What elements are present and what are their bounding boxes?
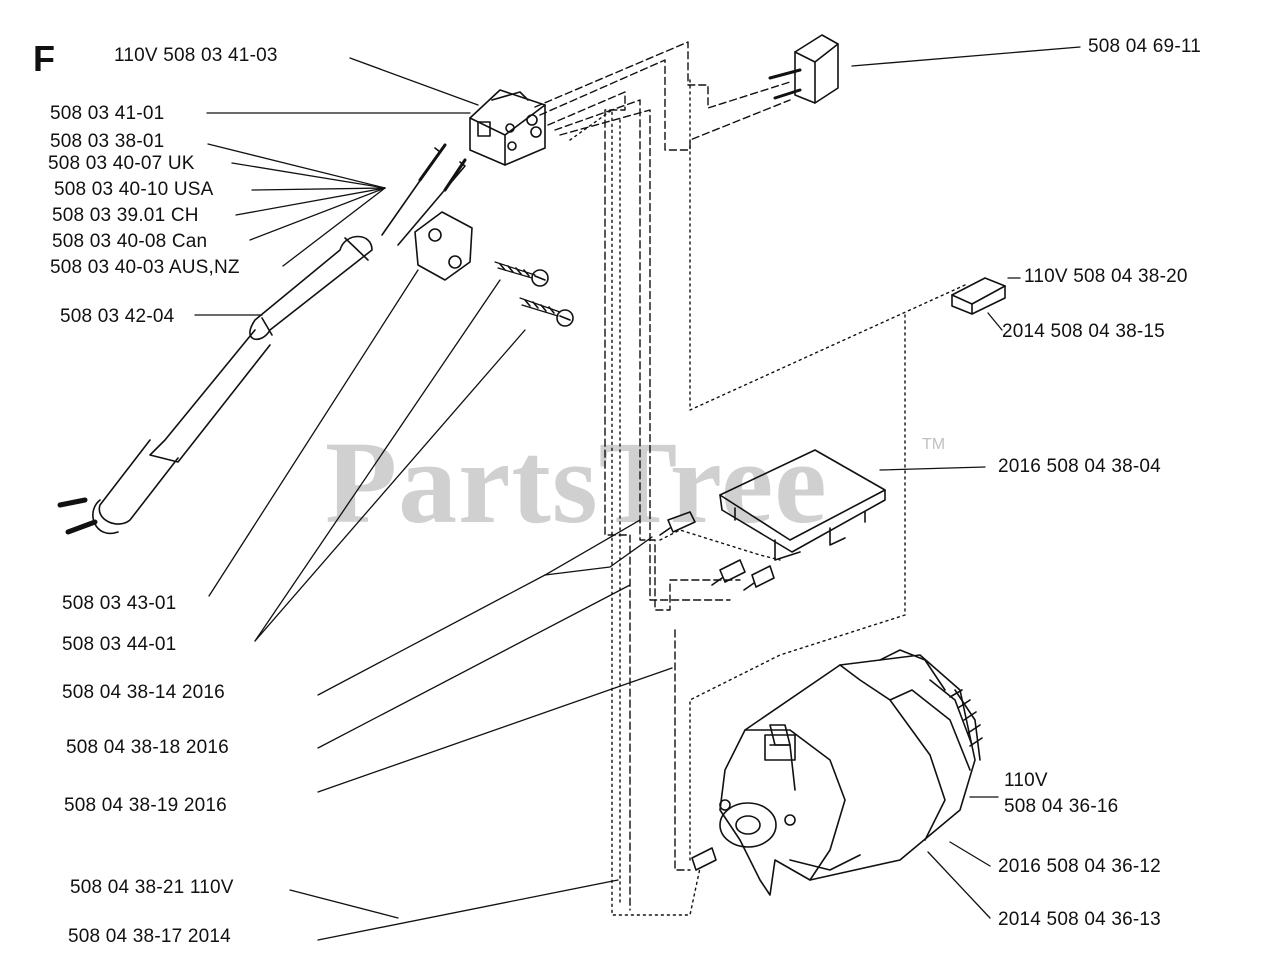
callout-cord-can: 508 03 40-08 Can: [52, 231, 208, 252]
callout-wire-18: 508 04 38-18 2016: [66, 737, 229, 758]
callout-switch: 508 03 41-01: [50, 103, 165, 124]
callout-motor-110v: 110V: [1004, 770, 1048, 791]
callout-wire-17: 508 04 38-17 2014: [68, 926, 231, 947]
callout-board-2016: 2016 508 04 38-04: [998, 456, 1161, 477]
section-letter: F: [33, 38, 55, 79]
callout-capacitor: 508 04 69-11: [1088, 36, 1201, 57]
connector-part: [951, 277, 1006, 315]
callout-switch-110v: 110V 508 03 41-03: [114, 45, 278, 66]
wiring: [534, 41, 966, 916]
callout-wire-21: 508 04 38-21 110V: [70, 877, 234, 898]
callout-screws: 508 03 44-01: [62, 634, 177, 655]
callout-wire-19: 508 04 38-19 2016: [64, 795, 227, 816]
callout-cord-uk: 508 03 40-07 UK: [48, 153, 195, 174]
switch-part: [469, 89, 546, 166]
screw-parts: [494, 261, 574, 327]
callout-clamp-plate: 508 03 43-01: [62, 593, 177, 614]
callout-motor-2016: 2016 508 04 36-12: [998, 856, 1161, 877]
circuit-board-part: [719, 449, 886, 561]
callout-cord-ch: 508 03 39.01 CH: [52, 205, 199, 226]
callout-cord: 508 03 38-01: [50, 131, 165, 152]
power-cord-part: [57, 143, 467, 535]
capacitor-part: [768, 34, 839, 104]
callout-connector-2014: 2014 508 04 38-15: [1002, 321, 1165, 342]
callout-wire-14: 508 04 38-14 2016: [62, 682, 225, 703]
watermark-trademark: TM: [922, 436, 946, 453]
callout-cord-usa: 508 03 40-10 USA: [54, 179, 214, 200]
callout-connector-110v: 110V 508 04 38-20: [1024, 266, 1188, 287]
callout-motor-110v-part: 508 04 36-16: [1004, 796, 1119, 817]
motor-part: [719, 649, 983, 896]
terminal-parts: [659, 511, 775, 871]
callout-cord-guard: 508 03 42-04: [60, 306, 175, 327]
leader-lines: [194, 46, 1081, 941]
watermark: PartsTree: [325, 417, 828, 548]
clamp-plate-part: [414, 211, 473, 281]
callout-motor-2014: 2014 508 04 36-13: [998, 909, 1161, 930]
callout-cord-aus: 508 03 40-03 AUS,NZ: [50, 257, 240, 278]
